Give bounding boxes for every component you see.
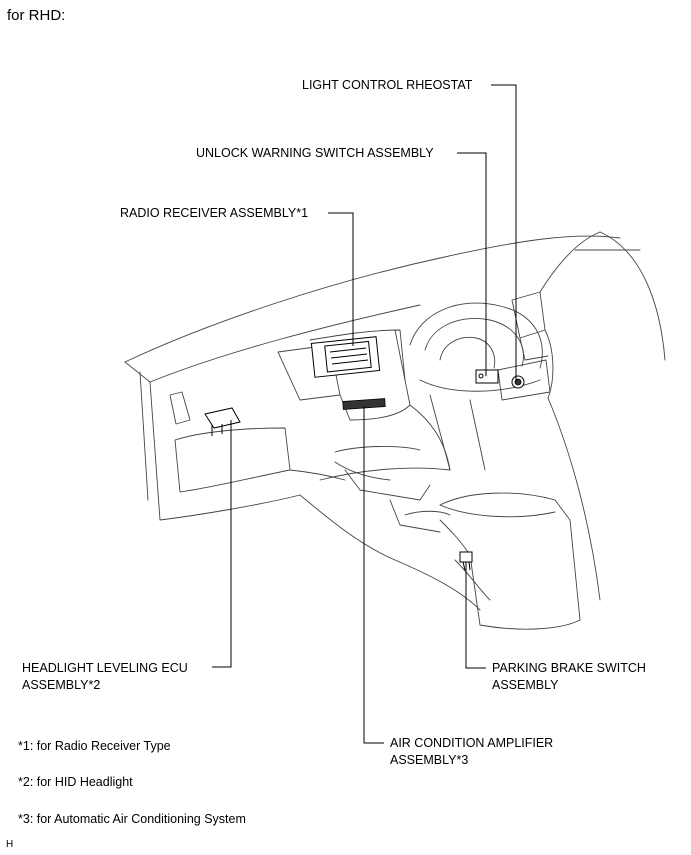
label-parking-brake-switch-line2: ASSEMBLY [492,678,559,692]
unlock-warning-switch-unit [475,369,499,384]
label-light-control-rheostat: LIGHT CONTROL RHEOSTAT [302,78,473,92]
label-parking-brake-switch-line1: PARKING BRAKE SWITCH [492,661,646,675]
label-air-condition-amplifier-line1: AIR CONDITION AMPLIFIER [390,736,554,750]
label-headlight-leveling-ecu-line2: ASSEMBLY*2 [22,678,101,692]
light-control-rheostat-unit [511,375,525,389]
label-headlight-leveling-ecu-line1: HEADLIGHT LEVELING ECU [22,661,188,675]
footnote-3: *3: for Automatic Air Conditioning Syste… [18,812,246,826]
corner-mark: H [6,839,14,850]
footnote-1: *1: for Radio Receiver Type [18,739,171,753]
label-radio-receiver: RADIO RECEIVER ASSEMBLY*1 [120,206,309,220]
diagram-heading: for RHD: [7,7,66,24]
dashboard-outline [124,231,666,630]
footnote-2: *2: for HID Headlight [18,775,133,789]
label-unlock-warning-switch: UNLOCK WARNING SWITCH ASSEMBLY [196,146,434,160]
radio-receiver-unit [310,336,381,378]
leader-lines [212,84,517,744]
label-air-condition-amplifier-line2: ASSEMBLY*3 [390,753,469,767]
headlight-leveling-ecu-unit [204,407,241,436]
